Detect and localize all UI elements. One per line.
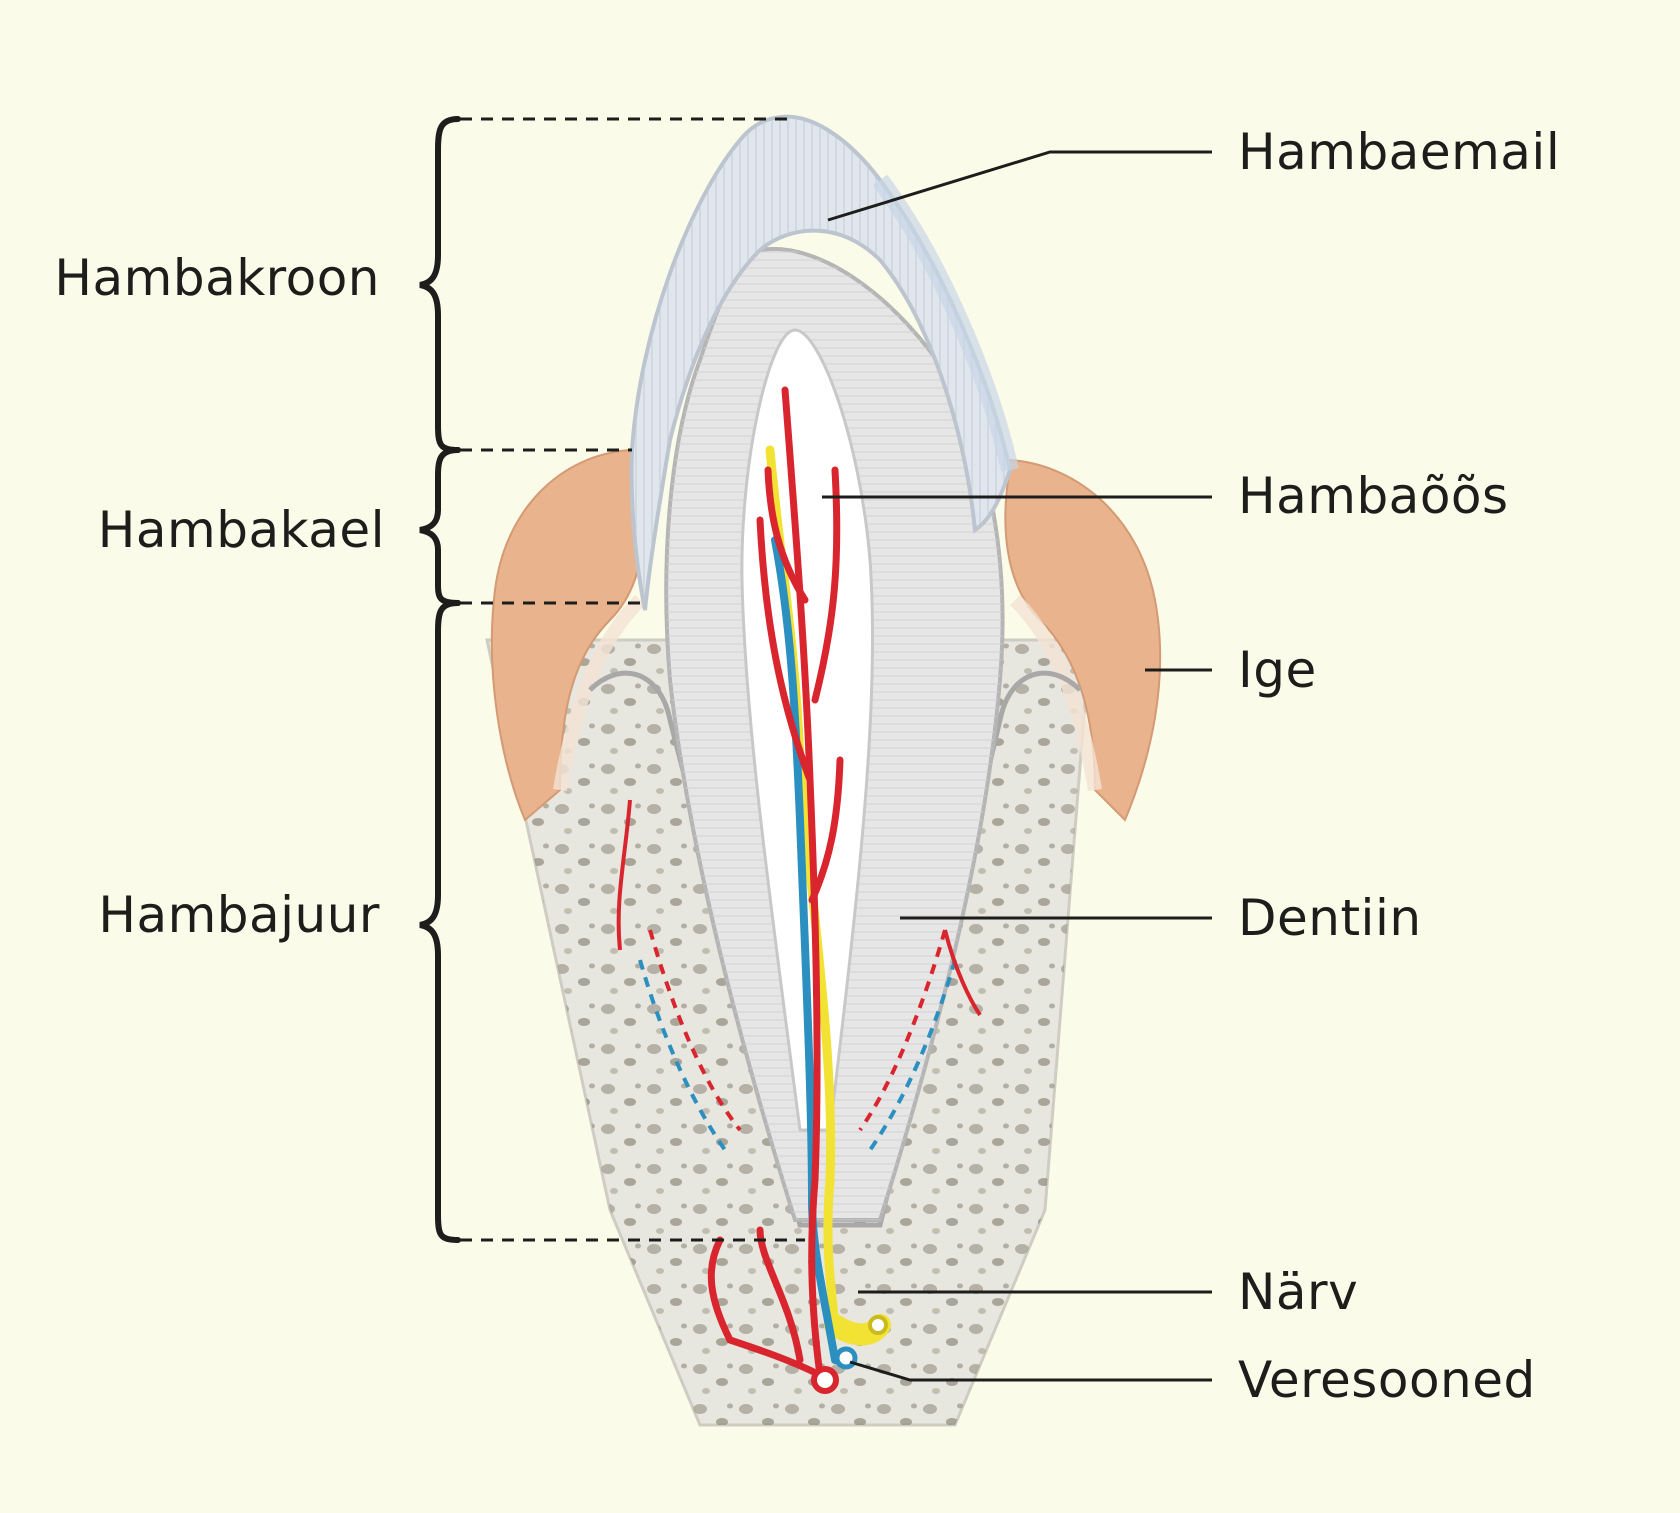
nerve-cross-section (868, 1315, 888, 1335)
brace-crown (419, 116, 461, 453)
label-crown: Hambakroon (54, 249, 380, 307)
leader-lines (822, 150, 1212, 1382)
gum-left (490, 448, 645, 822)
label-dentin: Dentiin (1238, 889, 1422, 947)
label-nerve: Närv (1238, 1263, 1359, 1321)
leader-enamel (827, 150, 1212, 222)
vein-cross-section (834, 1346, 858, 1370)
leader-vessels (849, 1360, 1212, 1382)
braces (419, 116, 461, 1243)
label-pulp: Hambaõõs (1238, 467, 1509, 525)
brace-root (419, 600, 461, 1243)
artery (707, 386, 844, 1379)
dashed-guides (460, 117, 805, 1242)
label-gum: Ige (1238, 641, 1317, 699)
root-socket (588, 670, 1082, 1228)
vein (771, 536, 839, 1364)
ligament-vessels (616, 799, 982, 1152)
artery-cross-section (811, 1366, 839, 1394)
brace-neck (419, 447, 461, 606)
label-vessels: Veresooned (1238, 1351, 1536, 1409)
label-neck: Hambakael (97, 501, 385, 559)
enamel (629, 114, 1019, 611)
label-root: Hambajuur (98, 886, 380, 944)
label-enamel: Hambaemail (1238, 123, 1561, 181)
